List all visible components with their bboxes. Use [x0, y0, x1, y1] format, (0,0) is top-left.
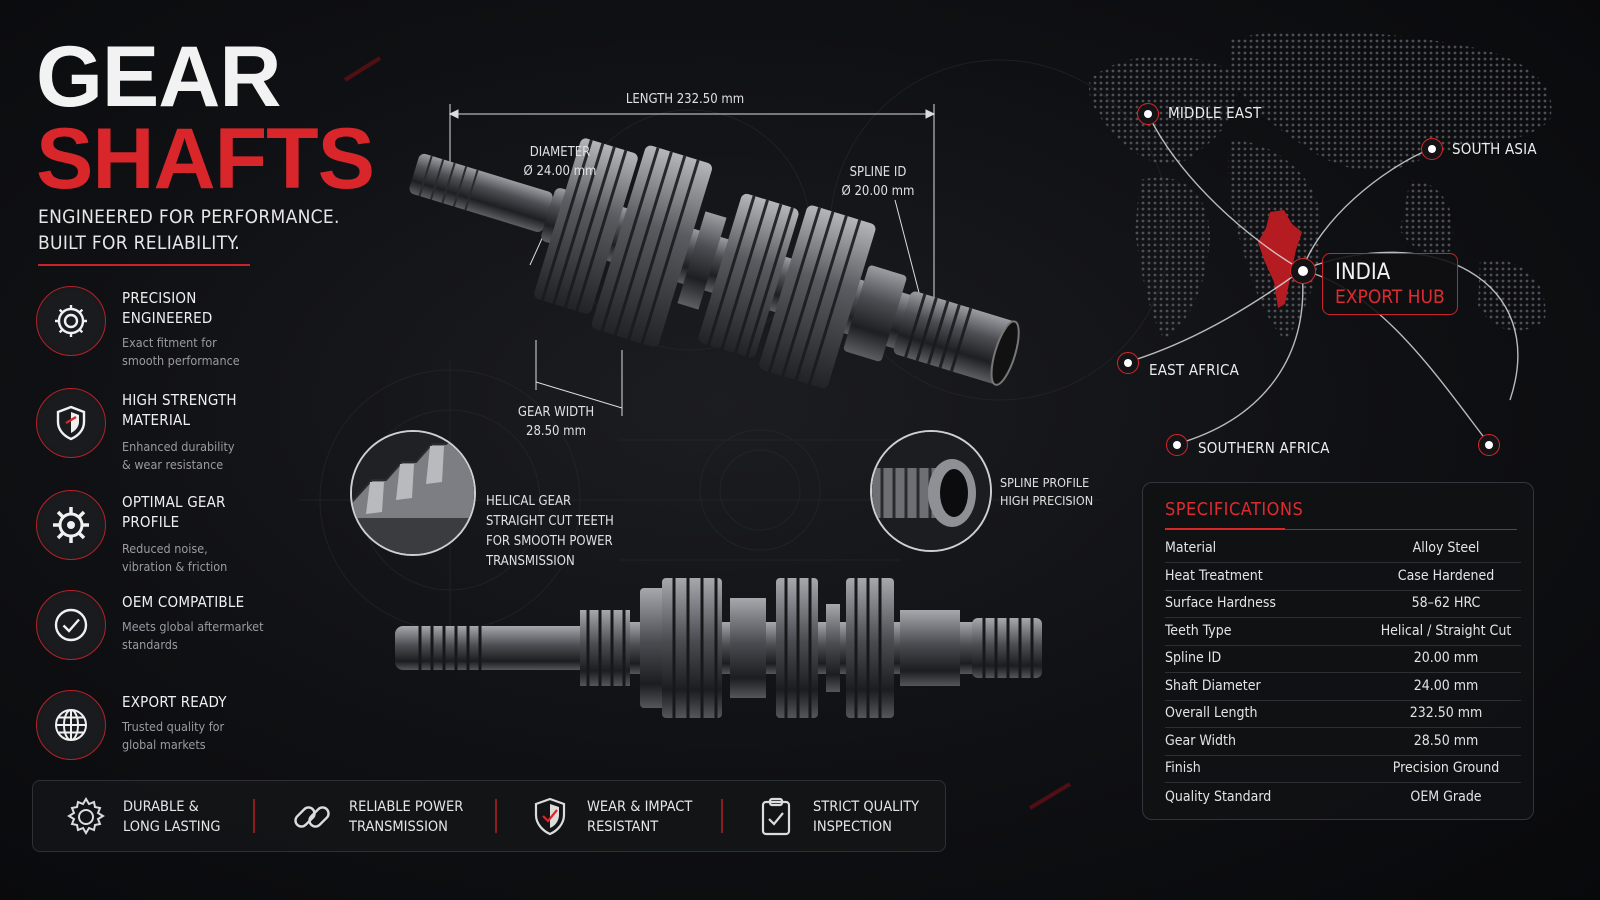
spec-row: Shaft Diameter 24.00 mm: [1165, 673, 1521, 701]
benefits-bar: DURABLE & LONG LASTING RELIABLE POWER TR…: [32, 780, 946, 852]
gear-shaft-angled-illustration: [409, 104, 1020, 416]
page-title-line1: GEAR: [36, 29, 281, 125]
spec-row: Material Alloy Steel: [1165, 535, 1521, 563]
spec-key: Spline ID: [1165, 650, 1222, 667]
feature-title: OPTIMAL GEAR PROFILE: [122, 493, 226, 531]
spline-profile-detail-circle: [870, 430, 992, 552]
feature-export-ready: EXPORT READY Trusted quality for global …: [36, 690, 276, 770]
region-node-middle-east: [1137, 103, 1159, 125]
gear-width-dimension-label: GEAR WIDTH 28.50 mm: [517, 405, 595, 439]
benefit-separator: [253, 799, 255, 833]
benefit-label: DURABLE & LONG LASTING: [123, 799, 221, 835]
gear-profile-icon: [36, 490, 106, 560]
region-label-southern-africa: SOUTHERN AFRICA: [1198, 439, 1330, 457]
gear-outline-icon: [67, 797, 105, 835]
spec-row: Spline ID 20.00 mm: [1165, 645, 1521, 673]
benefit-separator: [721, 799, 723, 833]
spec-row: Surface Hardness 58–62 HRC: [1165, 590, 1521, 618]
feature-desc: Trusted quality for global markets: [122, 719, 225, 752]
spec-key: Overall Length: [1165, 705, 1258, 722]
benefit-durable: DURABLE & LONG LASTING: [63, 781, 221, 853]
spec-row: Gear Width 28.50 mm: [1165, 728, 1521, 756]
spec-row: Quality Standard OEM Grade: [1165, 783, 1521, 811]
spec-value: 58–62 HRC: [1411, 595, 1481, 612]
tagline: ENGINEERED FOR PERFORMANCE. BUILT FOR RE…: [38, 206, 340, 254]
globe-icon: [36, 690, 106, 760]
specifications-panel: SPECIFICATIONS Material Alloy Steel Heat …: [1142, 482, 1534, 820]
region-node-south-asia: [1421, 138, 1443, 160]
spec-row: Finish Precision Ground: [1165, 755, 1521, 783]
benefit-quality-inspection: STRICT QUALITY INSPECTION: [753, 781, 919, 853]
spec-value: OEM Grade: [1410, 788, 1482, 805]
spec-key: Material: [1165, 540, 1217, 557]
spec-key: Shaft Diameter: [1165, 678, 1261, 695]
spline-profile-callout-text: SPLINE PROFILE HIGH PRECISION: [1000, 475, 1094, 508]
region-label-south-asia: SOUTH ASIA: [1452, 140, 1537, 158]
spline-id-dimension-label: SPLINE ID Ø 20.00 mm: [841, 165, 915, 199]
spec-value: 20.00 mm: [1413, 650, 1479, 667]
gear-shaft-side-illustration: [395, 578, 1042, 718]
spec-value: Helical / Straight Cut: [1380, 623, 1512, 640]
spec-value: Precision Ground: [1392, 760, 1500, 777]
world-map: [1089, 30, 1552, 445]
benefit-label: RELIABLE POWER TRANSMISSION: [349, 799, 464, 835]
region-node-oceania: [1478, 434, 1500, 456]
spec-value: 232.50 mm: [1409, 705, 1483, 722]
title-divider: [38, 264, 250, 266]
gear-icon: [36, 286, 106, 356]
feature-desc: Enhanced durability & wear resistance: [122, 439, 235, 472]
specifications-title: SPECIFICATIONS: [1165, 499, 1304, 520]
feature-title: EXPORT READY: [122, 693, 227, 711]
spec-value: Case Hardened: [1397, 568, 1495, 585]
spec-value: 24.00 mm: [1413, 678, 1479, 695]
check-circle-icon: [36, 590, 106, 660]
shield-icon: [36, 388, 106, 458]
region-node-east-africa: [1117, 352, 1139, 374]
clipboard-check-icon: [761, 797, 791, 836]
chain-link-icon: [294, 806, 330, 828]
india-highlight: [1258, 210, 1302, 308]
feature-title: OEM COMPATIBLE: [122, 593, 245, 611]
feature-desc: Reduced noise, vibration & friction: [122, 541, 228, 574]
feature-oem-compatible: OEM COMPATIBLE Meets global aftermarket …: [36, 590, 276, 670]
spec-value: 28.50 mm: [1413, 733, 1479, 750]
feature-high-strength-material: HIGH STRENGTH MATERIAL Enhanced durabili…: [36, 388, 276, 472]
spec-row: Teeth Type Helical / Straight Cut: [1165, 618, 1521, 646]
spec-key: Finish: [1165, 760, 1201, 777]
spec-key: Surface Hardness: [1165, 595, 1276, 612]
page-title-line2: SHAFTS: [36, 111, 375, 207]
region-label-middle-east: MIDDLE EAST: [1168, 104, 1262, 122]
benefit-label: STRICT QUALITY INSPECTION: [813, 799, 920, 835]
benefit-wear-impact: WEAR & IMPACT RESISTANT: [527, 781, 692, 853]
diameter-dimension-label: DIAMETER Ø 24.00 mm: [523, 145, 597, 179]
spec-row: Overall Length 232.50 mm: [1165, 700, 1521, 728]
feature-precision-engineered: PRECISION ENGINEERED Exact fitment for s…: [36, 286, 276, 368]
hub-subtitle: EXPORT HUB: [1335, 286, 1445, 308]
spec-key: Quality Standard: [1165, 788, 1272, 805]
spec-key: Heat Treatment: [1165, 568, 1263, 585]
region-node-southern-africa: [1166, 434, 1188, 456]
helical-gear-detail-circle: [350, 430, 476, 556]
spec-key: Gear Width: [1165, 733, 1236, 750]
hub-name: INDIA: [1335, 260, 1391, 285]
india-export-hub-badge: INDIA EXPORT HUB: [1322, 253, 1458, 315]
helical-gear-callout-text: HELICAL GEAR STRAIGHT CUT TEETH FOR SMOO…: [486, 494, 614, 569]
benefit-reliable-power: RELIABLE POWER TRANSMISSION: [289, 781, 463, 853]
feature-desc: Meets global aftermarket standards: [122, 619, 264, 652]
spec-key: Teeth Type: [1165, 623, 1232, 640]
shield-check-icon: [534, 797, 566, 836]
spec-row: Heat Treatment Case Hardened: [1165, 563, 1521, 591]
length-dimension-label: LENGTH 232.50 mm: [625, 92, 745, 107]
feature-desc: Exact fitment for smooth performance: [122, 335, 240, 368]
feature-title: PRECISION ENGINEERED: [122, 289, 213, 327]
benefit-label: WEAR & IMPACT RESISTANT: [587, 799, 693, 835]
specifications-accent-line: [1165, 528, 1285, 530]
specifications-divider: [1165, 529, 1517, 530]
feature-title: HIGH STRENGTH MATERIAL: [122, 391, 237, 429]
india-hub-node: [1290, 258, 1316, 284]
feature-optimal-gear-profile: OPTIMAL GEAR PROFILE Reduced noise, vibr…: [36, 490, 276, 574]
benefit-separator: [495, 799, 497, 833]
region-label-east-africa: EAST AFRICA: [1149, 361, 1240, 379]
spec-value: Alloy Steel: [1412, 540, 1480, 557]
